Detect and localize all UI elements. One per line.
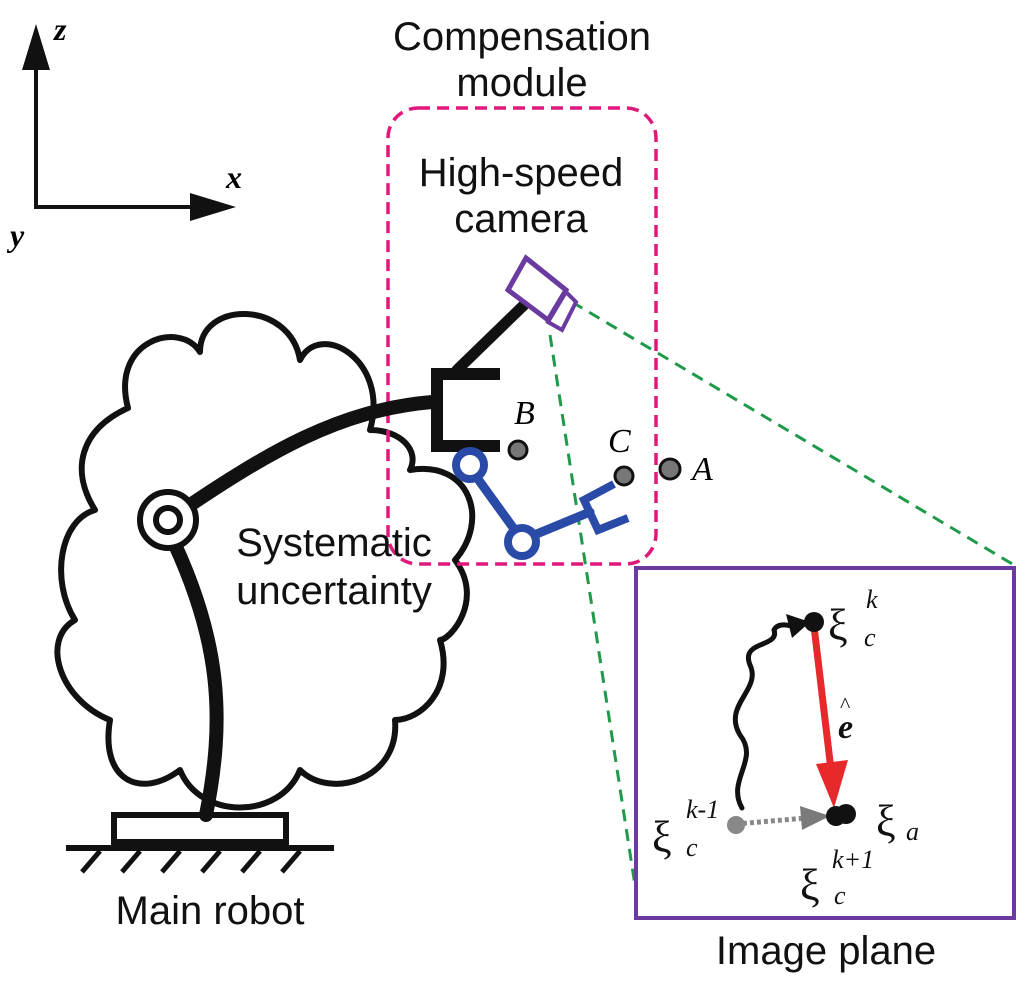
z-axis-label: z [53, 11, 67, 47]
error-arrow-shaft [810, 625, 835, 771]
label-a: A [690, 451, 713, 488]
coordinate-axes: z x y [6, 11, 242, 253]
arm-joint-upper [452, 447, 488, 483]
xi-k-sub: c [864, 623, 876, 652]
e-hat-symbol: e [838, 709, 853, 746]
xi-k-point [804, 612, 824, 632]
main-robot-label: Main robot [116, 889, 305, 933]
point-c [613, 465, 635, 487]
target-points: B C A [507, 395, 713, 488]
camera-view-lines [548, 300, 1015, 893]
xi-a-sub: a [906, 817, 919, 846]
xi-a-point [836, 804, 856, 824]
z-axis-arrowhead [22, 24, 50, 70]
error-arrow-head [816, 760, 848, 808]
robot-base [111, 812, 289, 845]
xi-k-plus-1-sub: c [834, 881, 846, 910]
camera-mount-link [451, 298, 531, 376]
compensation-module-label-line2: module [456, 61, 587, 105]
xi-k-minus-1-point [727, 816, 745, 834]
xi-k-minus-1-symbol: ξ [652, 813, 672, 862]
prediction-arrow-head [800, 806, 830, 830]
image-plane-frame [634, 566, 1016, 920]
robot-joint-inner [153, 505, 183, 535]
xi-a-symbol: ξ [876, 797, 896, 846]
uncertainty-label-line2: uncertainty [236, 569, 432, 613]
robot-lower-link [161, 523, 224, 822]
uncertainty-label-line1: Systematic [236, 521, 432, 565]
ground-hatching [80, 849, 302, 874]
main-robot [66, 298, 531, 874]
xi-k-plus-1-sup: k+1 [832, 845, 874, 874]
trajectory-arrowhead [786, 614, 810, 638]
xi-k-minus-1-sub: c [686, 833, 698, 862]
trajectory-curve [732, 622, 799, 811]
label-c: C [608, 423, 631, 460]
x-axis-arrowhead [190, 193, 236, 221]
camera-label-line2: camera [454, 197, 588, 241]
camera-label-line1: High-speed [419, 151, 624, 195]
arm-joint-lower [504, 524, 540, 560]
compensation-arm [452, 447, 630, 560]
robot-upper-link [161, 395, 439, 527]
y-axis-label: y [6, 217, 25, 253]
image-plane: ξ k c ξ k-1 c ξ k+1 c ξ a e ^ [634, 566, 1016, 920]
e-hat-caret: ^ [840, 692, 851, 717]
point-a [658, 457, 682, 481]
x-axis-label: x [225, 159, 242, 195]
uncertainty-cloud [54, 310, 476, 811]
high-speed-camera [504, 254, 579, 333]
xi-k-plus-1-symbol: ξ [800, 861, 820, 910]
xi-k-sup: k [866, 585, 878, 614]
image-plane-label: Image plane [716, 929, 936, 973]
xi-k-symbol: ξ [828, 601, 848, 650]
compensation-module-label-line1: Compensation [393, 15, 651, 59]
point-b [507, 439, 529, 461]
prediction-arrow-shaft [735, 815, 807, 827]
compensation-module-box [386, 106, 658, 566]
label-b: B [514, 395, 535, 432]
xi-k-minus-1-sup: k-1 [686, 795, 719, 824]
